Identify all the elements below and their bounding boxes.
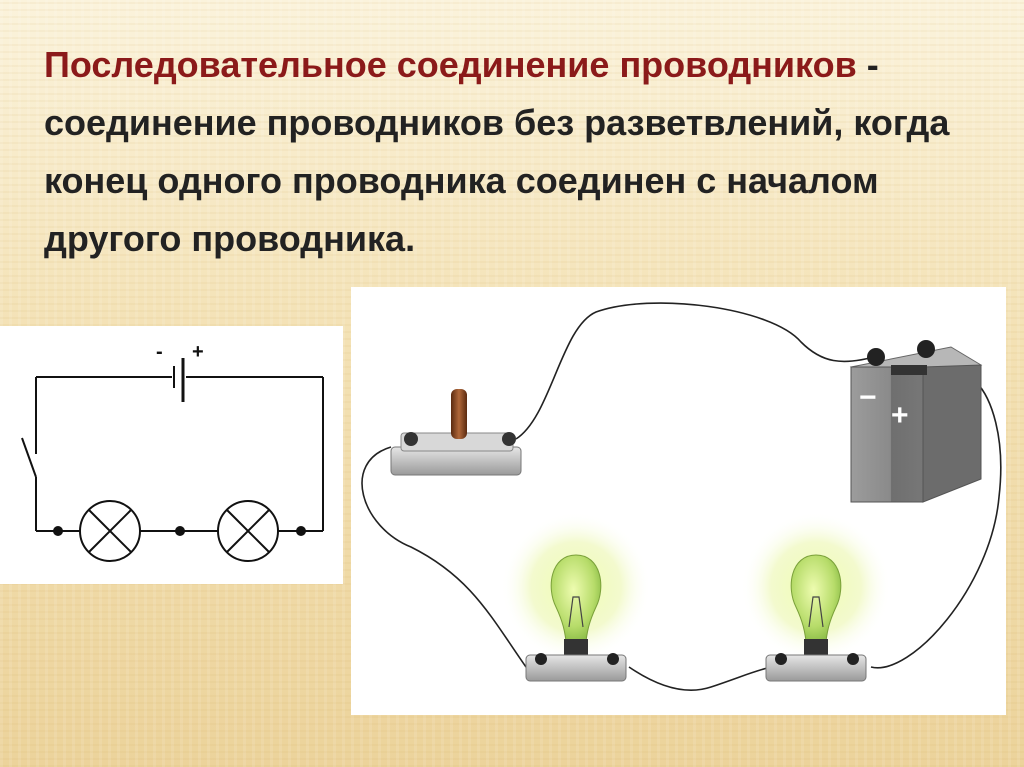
battery-terminal-minus [867, 348, 885, 366]
junction-dot-1 [53, 526, 63, 536]
wire-lamp1-to-lamp2 [628, 666, 772, 691]
illustration-drawing: − + [361, 302, 1002, 691]
lamp-symbol-1 [79, 500, 141, 562]
battery-terminal-plus [917, 340, 935, 358]
junction-dot-2 [175, 526, 185, 536]
wire-switch-to-battery [515, 302, 882, 440]
junction-dot-3 [296, 526, 306, 536]
wire-lamp2-to-battery [870, 381, 1002, 669]
switch [390, 389, 522, 476]
term-title: Последовательное соединение проводников [44, 44, 857, 85]
battery-plus-symbol: + [891, 399, 909, 432]
lamp-2 [741, 512, 891, 682]
schematic-drawing: - + [21, 341, 324, 562]
switch-terminal-left [404, 432, 418, 446]
lamp-1 [501, 512, 651, 682]
battery-minus-label: - [156, 341, 163, 363]
switch-handle [451, 389, 467, 439]
definition-text: Последовательное соединение проводников … [44, 36, 1004, 268]
connecting-wires [361, 302, 1002, 691]
switch-blade [21, 437, 37, 478]
battery-minus-symbol: − [859, 381, 877, 414]
battery-plus-label: + [192, 341, 204, 363]
circuit-schematic: - + [0, 326, 343, 584]
switch-terminal-right [502, 432, 516, 446]
term-separator: - [856, 44, 879, 85]
wire-switch-to-lamp1 [361, 446, 527, 668]
circuit-illustration: − + [351, 287, 1006, 715]
lamp-symbol-2 [217, 500, 279, 562]
definition-body: соединение проводников без разветвлений,… [44, 102, 950, 259]
battery: − + [849, 340, 983, 503]
